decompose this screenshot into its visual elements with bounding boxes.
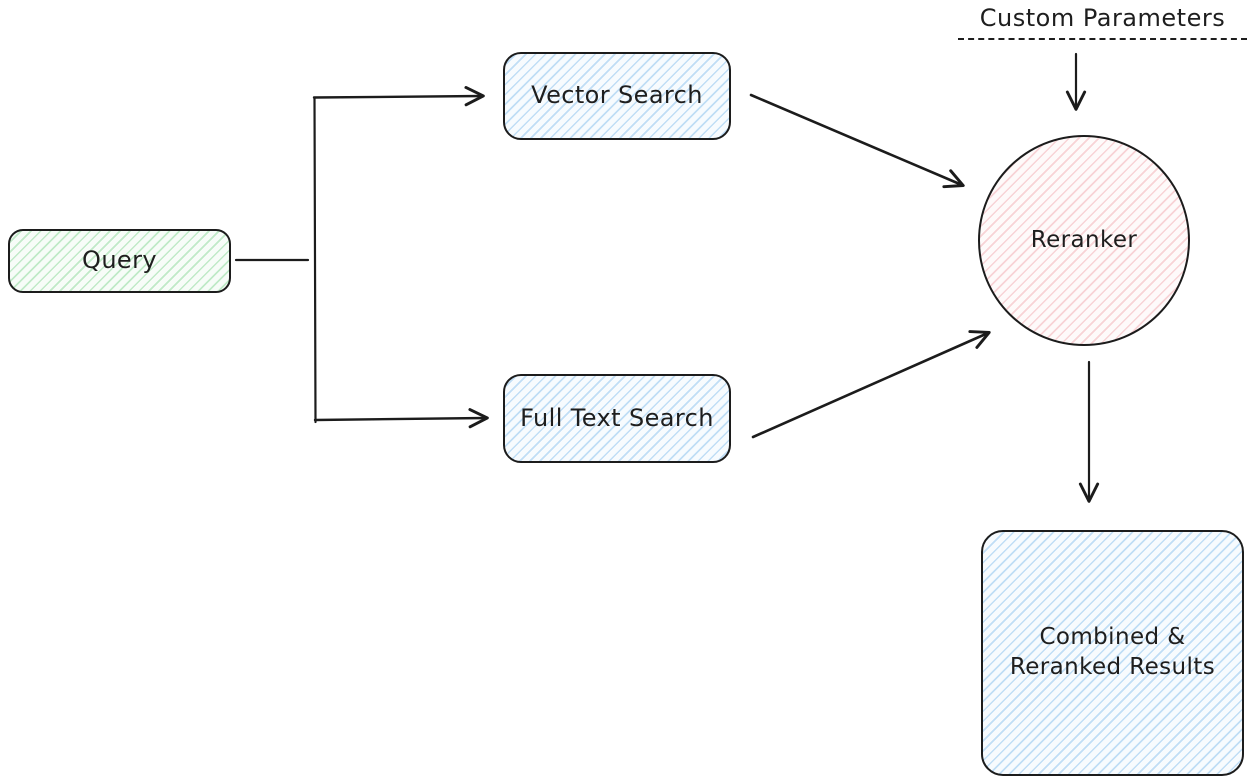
reranker-node-label: Reranker xyxy=(1030,226,1138,253)
custom-parameters-label: Custom Parameters xyxy=(958,4,1247,40)
full-text-search-node: Full Text Search xyxy=(503,374,731,463)
query-node: Query xyxy=(8,229,231,293)
edge-query-to-full-text-search xyxy=(313,408,489,429)
vector-search-node: Vector Search xyxy=(503,52,731,140)
combined-results-node-label: Combined & Reranked Results xyxy=(1009,624,1216,680)
custom-parameters-text: Custom Parameters xyxy=(979,4,1226,32)
edge-full-text-search-to-reranker xyxy=(751,330,991,439)
reranker-node: Reranker xyxy=(978,135,1190,346)
combined-results-node: Combined & Reranked Results xyxy=(981,530,1244,776)
query-node-label: Query xyxy=(82,246,157,275)
vector-search-node-label: Vector Search xyxy=(531,81,703,110)
edge-vector-search-to-reranker xyxy=(749,93,965,189)
edge-query-to-vector-search xyxy=(312,86,485,107)
edge-branch-trunk xyxy=(313,96,317,424)
full-text-search-node-label: Full Text Search xyxy=(520,403,714,432)
